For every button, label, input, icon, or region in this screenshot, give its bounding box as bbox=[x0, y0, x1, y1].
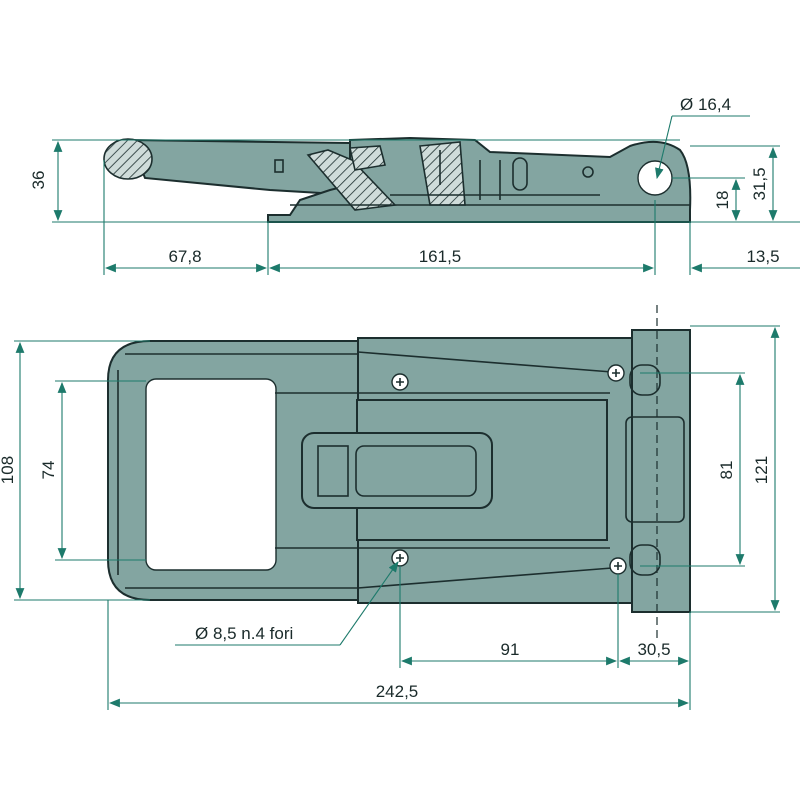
hinge bbox=[631, 329, 691, 613]
body-detail-lines bbox=[290, 150, 690, 206]
dim-hinge-width: 121 bbox=[752, 456, 771, 484]
dim-pin-height: 31,5 bbox=[750, 167, 769, 200]
dim-height: 36 bbox=[29, 171, 48, 190]
hinge-lug-bottom bbox=[629, 544, 661, 576]
latch-clip bbox=[274, 159, 284, 173]
handle-grip-section bbox=[103, 138, 153, 180]
frame-edges bbox=[117, 353, 358, 589]
dim-pin-center: 18 bbox=[713, 191, 732, 210]
dim-base-length: 161,5 bbox=[419, 247, 462, 266]
slider-step bbox=[317, 445, 349, 497]
dim-hole-spacing-right: 81 bbox=[717, 461, 736, 480]
rivet bbox=[582, 166, 594, 178]
dim-total-length: 242,5 bbox=[376, 682, 419, 701]
cam-section bbox=[306, 149, 397, 211]
top-view: 108 74 81 121 91 30,5 242,5 Ø 8,5 n.4 fo… bbox=[0, 305, 780, 710]
hinge-slot bbox=[625, 416, 685, 523]
block-section bbox=[349, 145, 386, 171]
plate-edges bbox=[275, 351, 613, 589]
dim-pin-diameter: Ø 16,4 bbox=[680, 95, 731, 114]
slider bbox=[301, 432, 493, 509]
holes-note: Ø 8,5 n.4 fori bbox=[195, 624, 293, 643]
dim-hole-spacing-x: 91 bbox=[501, 640, 520, 659]
slot bbox=[512, 157, 528, 191]
handle-window bbox=[145, 378, 277, 571]
side-view: 36 67,8 161,5 13,5 18 31,5 Ø 16,4 bbox=[29, 95, 800, 275]
hinge-lug-top bbox=[629, 364, 661, 396]
dim-hinge-offset: 30,5 bbox=[637, 640, 670, 659]
dim-total-width: 108 bbox=[0, 456, 17, 484]
hinge-pin-hole bbox=[637, 160, 673, 196]
slider-recess bbox=[355, 445, 477, 497]
dim-pin-offset: 13,5 bbox=[746, 247, 779, 266]
dim-window-height: 74 bbox=[39, 461, 58, 480]
dim-handle-length: 67,8 bbox=[168, 247, 201, 266]
